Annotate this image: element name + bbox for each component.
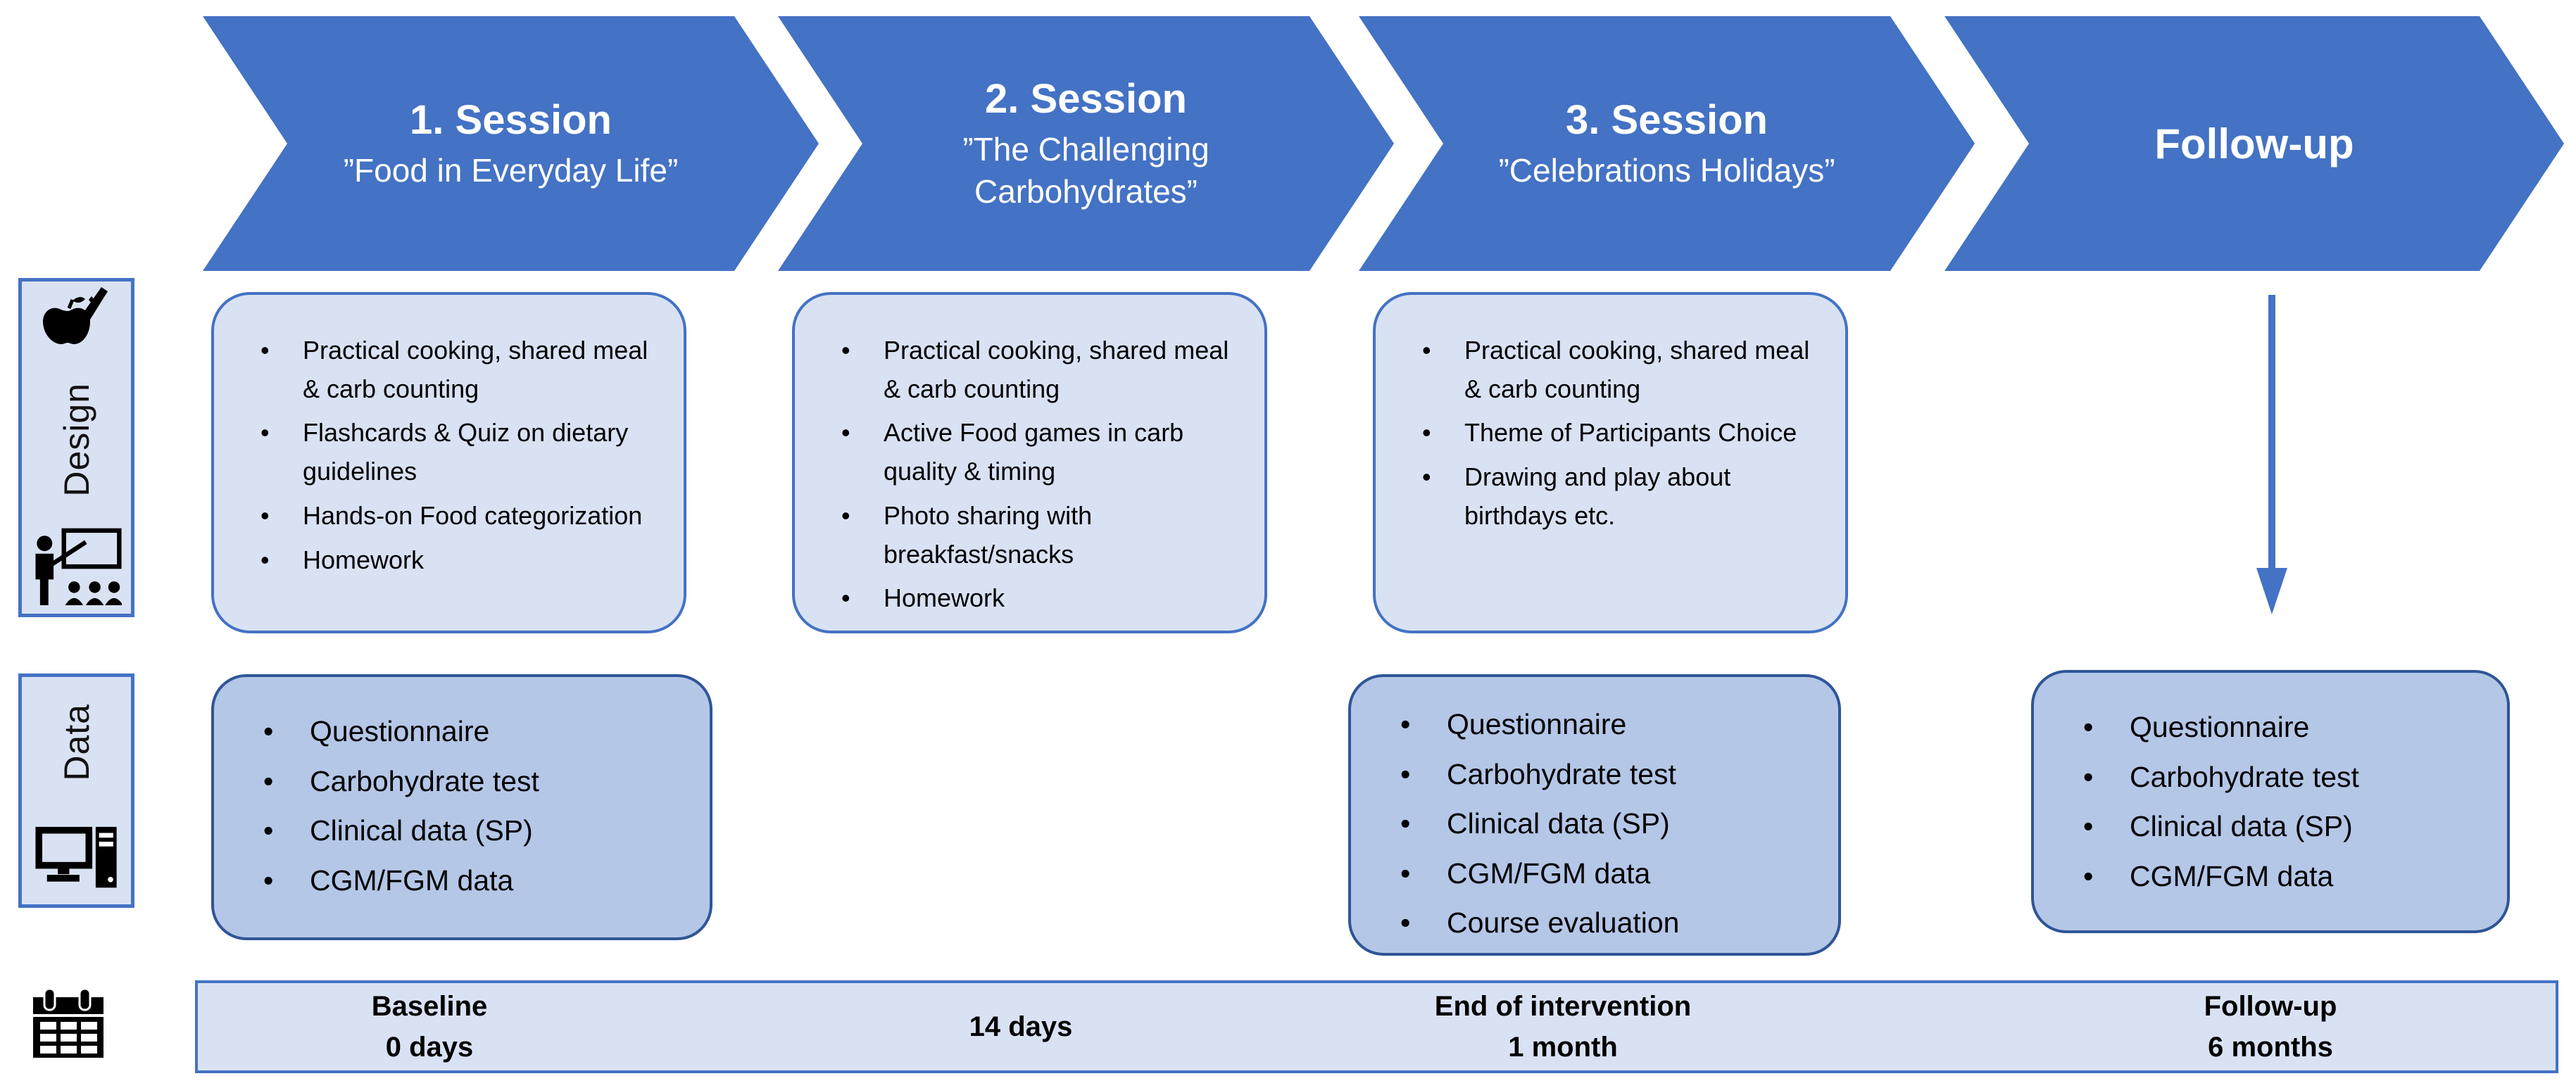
session-2-title: 2. Session bbox=[985, 75, 1187, 122]
timeline-label-baseline: Baseline 0 days bbox=[246, 983, 612, 1070]
list-item: Photo sharing with breakfast/snacks bbox=[830, 497, 1245, 574]
list-item: CGM/FGM data bbox=[1382, 849, 1821, 899]
session-1-subtitle: ”Food in Everyday Life” bbox=[343, 152, 679, 189]
list-item: CGM/FGM data bbox=[2065, 852, 2490, 902]
design-box-session-2-list: Practical cooking, shared meal & carb co… bbox=[830, 331, 1245, 618]
design-box-session-1-list: Practical cooking, shared meal & carb co… bbox=[249, 331, 664, 579]
timeline-label-line1: Follow-up bbox=[2204, 991, 2337, 1022]
design-box-session-2: Practical cooking, shared meal & carb co… bbox=[792, 292, 1267, 633]
session-2-arrow: 2. Session ”The Challenging Carbohydrate… bbox=[778, 16, 1394, 271]
timeline-label-follow-up: Follow-up 6 months bbox=[2087, 983, 2454, 1070]
teacher-presentation-icon bbox=[34, 528, 122, 605]
list-item: Carbohydrate test bbox=[1382, 749, 1821, 799]
list-item: Carbohydrate test bbox=[2065, 752, 2490, 802]
data-box-follow-up-list: Questionnaire Carbohydrate test Clinical… bbox=[2065, 702, 2490, 901]
session-1-title: 1. Session bbox=[410, 96, 612, 143]
design-box-session-3: Practical cooking, shared meal & carb co… bbox=[1373, 292, 1848, 633]
session-2-subtitle: ”The Challenging Carbohydrates” bbox=[962, 131, 1210, 210]
timeline-label-line1: End of intervention bbox=[1434, 991, 1692, 1022]
timeline-label-line1: Baseline bbox=[371, 991, 488, 1022]
timeline-bar bbox=[195, 980, 2558, 1073]
calendar-icon bbox=[33, 989, 103, 1058]
down-arrow bbox=[2256, 295, 2287, 614]
list-item: Questionnaire bbox=[245, 707, 693, 757]
timeline-label-end-of-intervention: End of intervention 1 month bbox=[1380, 983, 1746, 1070]
list-item: Questionnaire bbox=[2065, 702, 2490, 752]
data-box-baseline: Questionnaire Carbohydrate test Clinical… bbox=[211, 674, 712, 940]
data-row-label-box: Data bbox=[18, 673, 134, 908]
session-3-title: 3. Session bbox=[1566, 96, 1768, 143]
list-item: Practical cooking, shared meal & carb co… bbox=[249, 331, 664, 408]
follow-up-arrow: Follow-up bbox=[1944, 16, 2564, 271]
data-box-end-of-intervention-list: Questionnaire Carbohydrate test Clinical… bbox=[1382, 700, 1821, 948]
list-item: Practical cooking, shared meal & carb co… bbox=[1411, 331, 1826, 408]
session-3-subtitle: ”Celebrations Holidays” bbox=[1498, 152, 1835, 189]
list-item: Hands-on Food categorization bbox=[249, 497, 664, 536]
nutrition-apple-knife-icon bbox=[42, 287, 108, 344]
list-item: Theme of Participants Choice bbox=[1411, 414, 1826, 453]
timeline-label-line1: 14 days bbox=[969, 1011, 1073, 1042]
list-item: Active Food games in carb quality & timi… bbox=[830, 414, 1245, 491]
design-box-session-3-list: Practical cooking, shared meal & carb co… bbox=[1411, 331, 1826, 536]
desktop-computer-icon bbox=[34, 826, 117, 888]
list-item: Clinical data (SP) bbox=[245, 806, 693, 856]
timeline-label-14-days: 14 days bbox=[838, 983, 1204, 1070]
data-box-baseline-list: Questionnaire Carbohydrate test Clinical… bbox=[245, 707, 693, 905]
timeline-label-line2: 6 months bbox=[2208, 1032, 2333, 1063]
session-1-arrow: 1. Session ”Food in Everyday Life” bbox=[203, 16, 819, 271]
design-row-label: Design bbox=[56, 383, 96, 497]
list-item: Questionnaire bbox=[1382, 700, 1821, 749]
list-item: CGM/FGM data bbox=[245, 856, 693, 906]
list-item: Homework bbox=[249, 541, 664, 580]
list-item: Carbohydrate test bbox=[245, 757, 693, 806]
design-row-label-box: Design bbox=[18, 278, 134, 617]
list-item: Practical cooking, shared meal & carb co… bbox=[830, 331, 1245, 408]
list-item: Drawing and play about birthdays etc. bbox=[1411, 458, 1826, 535]
list-item: Course evaluation bbox=[1382, 898, 1821, 948]
timeline-label-line2: 1 month bbox=[1508, 1032, 1618, 1063]
session-3-arrow: 3. Session ”Celebrations Holidays” bbox=[1359, 16, 1975, 271]
data-box-end-of-intervention: Questionnaire Carbohydrate test Clinical… bbox=[1348, 674, 1841, 956]
list-item: Flashcards & Quiz on dietary guidelines bbox=[249, 414, 664, 491]
list-item: Clinical data (SP) bbox=[2065, 802, 2490, 852]
design-box-session-1: Practical cooking, shared meal & carb co… bbox=[211, 292, 686, 633]
data-row-label: Data bbox=[56, 704, 96, 781]
follow-up-title: Follow-up bbox=[2154, 120, 2354, 167]
data-box-follow-up: Questionnaire Carbohydrate test Clinical… bbox=[2031, 670, 2510, 933]
timeline-label-line2: 0 days bbox=[385, 1032, 474, 1063]
list-item: Homework bbox=[830, 579, 1245, 618]
list-item: Clinical data (SP) bbox=[1382, 799, 1821, 849]
